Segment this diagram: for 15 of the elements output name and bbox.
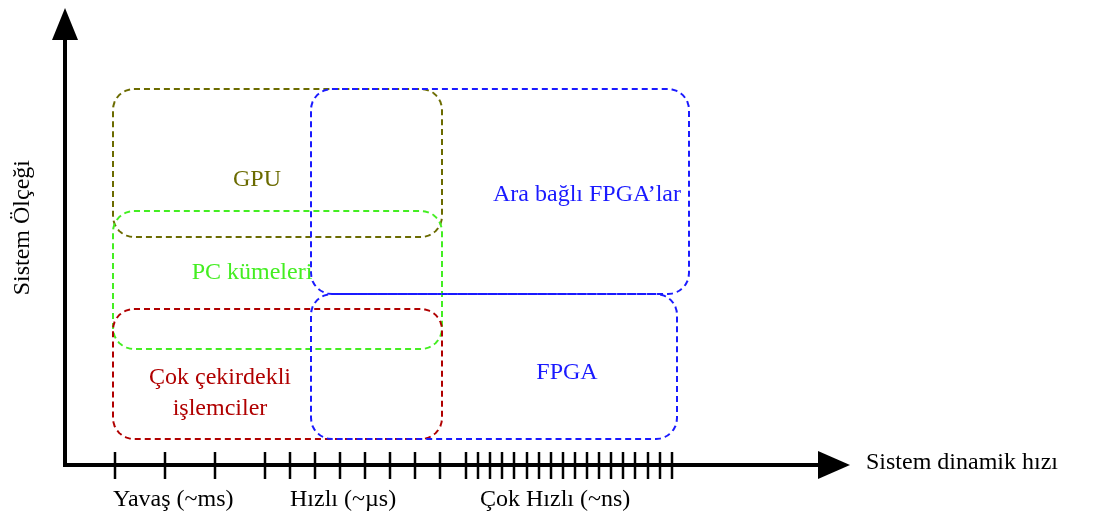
region-label: GPU	[232, 164, 282, 194]
region-label: PC kümeleri	[190, 257, 314, 287]
tick-label: Çok Hızlı (~ns)	[480, 485, 631, 512]
region-box	[310, 293, 678, 440]
region-label: Ara bağlı FPGA’lar	[492, 179, 682, 209]
axis-title: Sistem dinamik hızı	[866, 448, 1058, 475]
region-box	[112, 210, 443, 350]
region-box	[310, 88, 690, 295]
region-label: Çok çekirdekli işlemciler	[148, 361, 292, 422]
region-box	[112, 308, 443, 440]
tick-label: Hızlı (~µs)	[290, 485, 397, 512]
axis-title: Sistem Ölçeği	[8, 160, 35, 296]
tick-label: Yavaş (~ms)	[113, 485, 234, 512]
region-label: FPGA	[535, 357, 599, 387]
region-box	[112, 88, 443, 238]
